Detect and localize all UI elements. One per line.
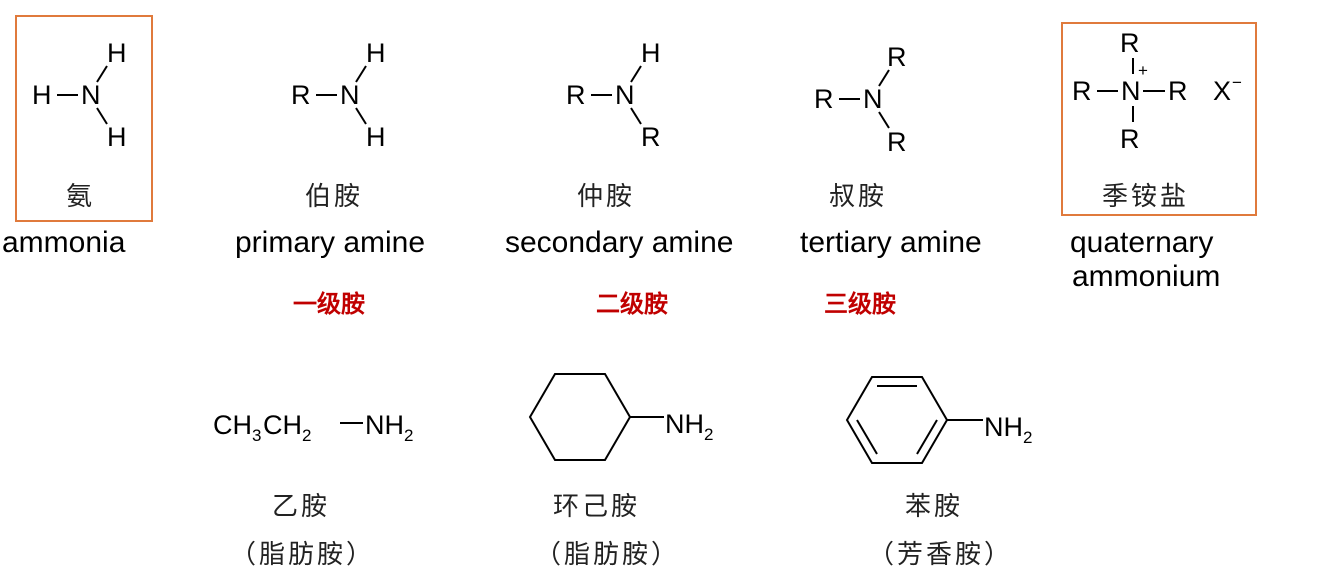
tertiary-en-label: tertiary amine	[800, 226, 982, 259]
quaternary-en-label-line2: ammonium	[1072, 260, 1220, 293]
ammonia-bond-down	[96, 107, 108, 125]
quaternary-r-right: R	[1168, 76, 1188, 106]
primary-bond-down	[355, 107, 367, 125]
aniline-cn-label: 苯胺	[905, 492, 963, 522]
cyclohexylamine-nh2: NH2	[665, 409, 713, 444]
tertiary-r-top: R	[887, 42, 907, 72]
aniline-structure: NH2 苯胺 （芳香胺）	[845, 376, 1032, 570]
secondary-class-label: 二级胺	[596, 290, 668, 318]
primary-cn-label: 伯胺	[305, 182, 363, 212]
benzene-double-bond-left	[856, 419, 878, 455]
secondary-h-top: H	[641, 38, 661, 68]
primary-en-label: primary amine	[235, 226, 425, 259]
benzene-double-bond-right	[916, 419, 938, 455]
secondary-n: N	[615, 80, 635, 110]
primary-h-top: H	[366, 38, 386, 68]
primary-class-label: 一级胺	[293, 290, 365, 318]
secondary-r-left: R	[566, 80, 586, 110]
quaternary-cn-label: 季铵盐	[1102, 182, 1189, 212]
ethylamine-ch2: CH2	[263, 410, 311, 445]
ethylamine-category-label: （脂肪胺）	[230, 540, 375, 570]
ethylamine-structure: CH3 CH2 NH2 乙胺 （脂肪胺）	[213, 410, 413, 570]
ethylamine-cn-label: 乙胺	[272, 492, 330, 522]
aniline-category-label: （芳香胺）	[868, 540, 1013, 570]
quaternary-en-label-line1: quaternary	[1070, 226, 1213, 259]
ammonia-h-top: H	[107, 38, 127, 68]
ammonia-n: N	[81, 80, 101, 110]
benzene-ring	[845, 376, 949, 464]
ethylamine-ch3: CH3	[213, 410, 261, 445]
ethylamine-nh2: NH2	[365, 410, 413, 445]
cyclohexylamine-structure: NH2 环己胺 （脂肪胺）	[528, 373, 713, 570]
quaternary-plus-charge: +	[1138, 61, 1148, 80]
cyclohexylamine-cn-label: 环己胺	[553, 492, 640, 522]
tertiary-n: N	[863, 84, 883, 114]
quaternary-r-bottom: R	[1120, 124, 1140, 154]
quaternary-highlight-box	[1061, 22, 1257, 216]
quaternary-minus-charge: −	[1232, 73, 1242, 92]
primary-r: R	[291, 80, 311, 110]
primary-amine-structure: R N H H 伯胺 primary amine 一级胺	[235, 38, 425, 318]
secondary-amine-structure: R N H R 仲胺 secondary amine 二级胺	[505, 38, 733, 318]
tertiary-cn-label: 叔胺	[829, 182, 887, 212]
quaternary-ammonium-structure: R R N + R R X − 季铵盐 quaternary ammonium	[1061, 22, 1257, 293]
secondary-r-bottom: R	[641, 122, 661, 152]
ammonia-highlight-box	[15, 15, 153, 222]
quaternary-r-left: R	[1072, 76, 1092, 106]
primary-h-bottom: H	[366, 122, 386, 152]
quaternary-r-top: R	[1120, 28, 1140, 58]
ammonia-en-label: ammonia	[2, 226, 126, 259]
tertiary-r-bottom: R	[887, 127, 907, 157]
tertiary-bond-down	[878, 111, 890, 129]
quaternary-n: N	[1121, 76, 1141, 106]
ammonia-h-left: H	[32, 80, 52, 110]
secondary-bond-up	[630, 65, 642, 83]
primary-bond-up	[355, 65, 367, 83]
aniline-nh2: NH2	[984, 412, 1032, 447]
secondary-bond-down	[630, 107, 642, 125]
quaternary-counter-ion: X	[1213, 76, 1231, 106]
cyclohexane-ring	[528, 373, 632, 461]
primary-n: N	[340, 80, 360, 110]
tertiary-amine-structure: R N R R 叔胺 tertiary amine 三级胺	[800, 42, 982, 318]
ammonia-bond-up	[96, 65, 108, 83]
ammonia-cn-label: 氨	[66, 182, 95, 212]
secondary-en-label: secondary amine	[505, 226, 733, 259]
tertiary-bond-up	[878, 69, 890, 87]
secondary-cn-label: 仲胺	[577, 182, 635, 212]
ammonia-h-bottom: H	[107, 122, 127, 152]
tertiary-r-left: R	[814, 84, 834, 114]
tertiary-class-label: 三级胺	[824, 290, 896, 318]
cyclohexylamine-category-label: （脂肪胺）	[535, 540, 680, 570]
ammonia-structure: H N H H 氨 ammonia	[2, 15, 153, 259]
